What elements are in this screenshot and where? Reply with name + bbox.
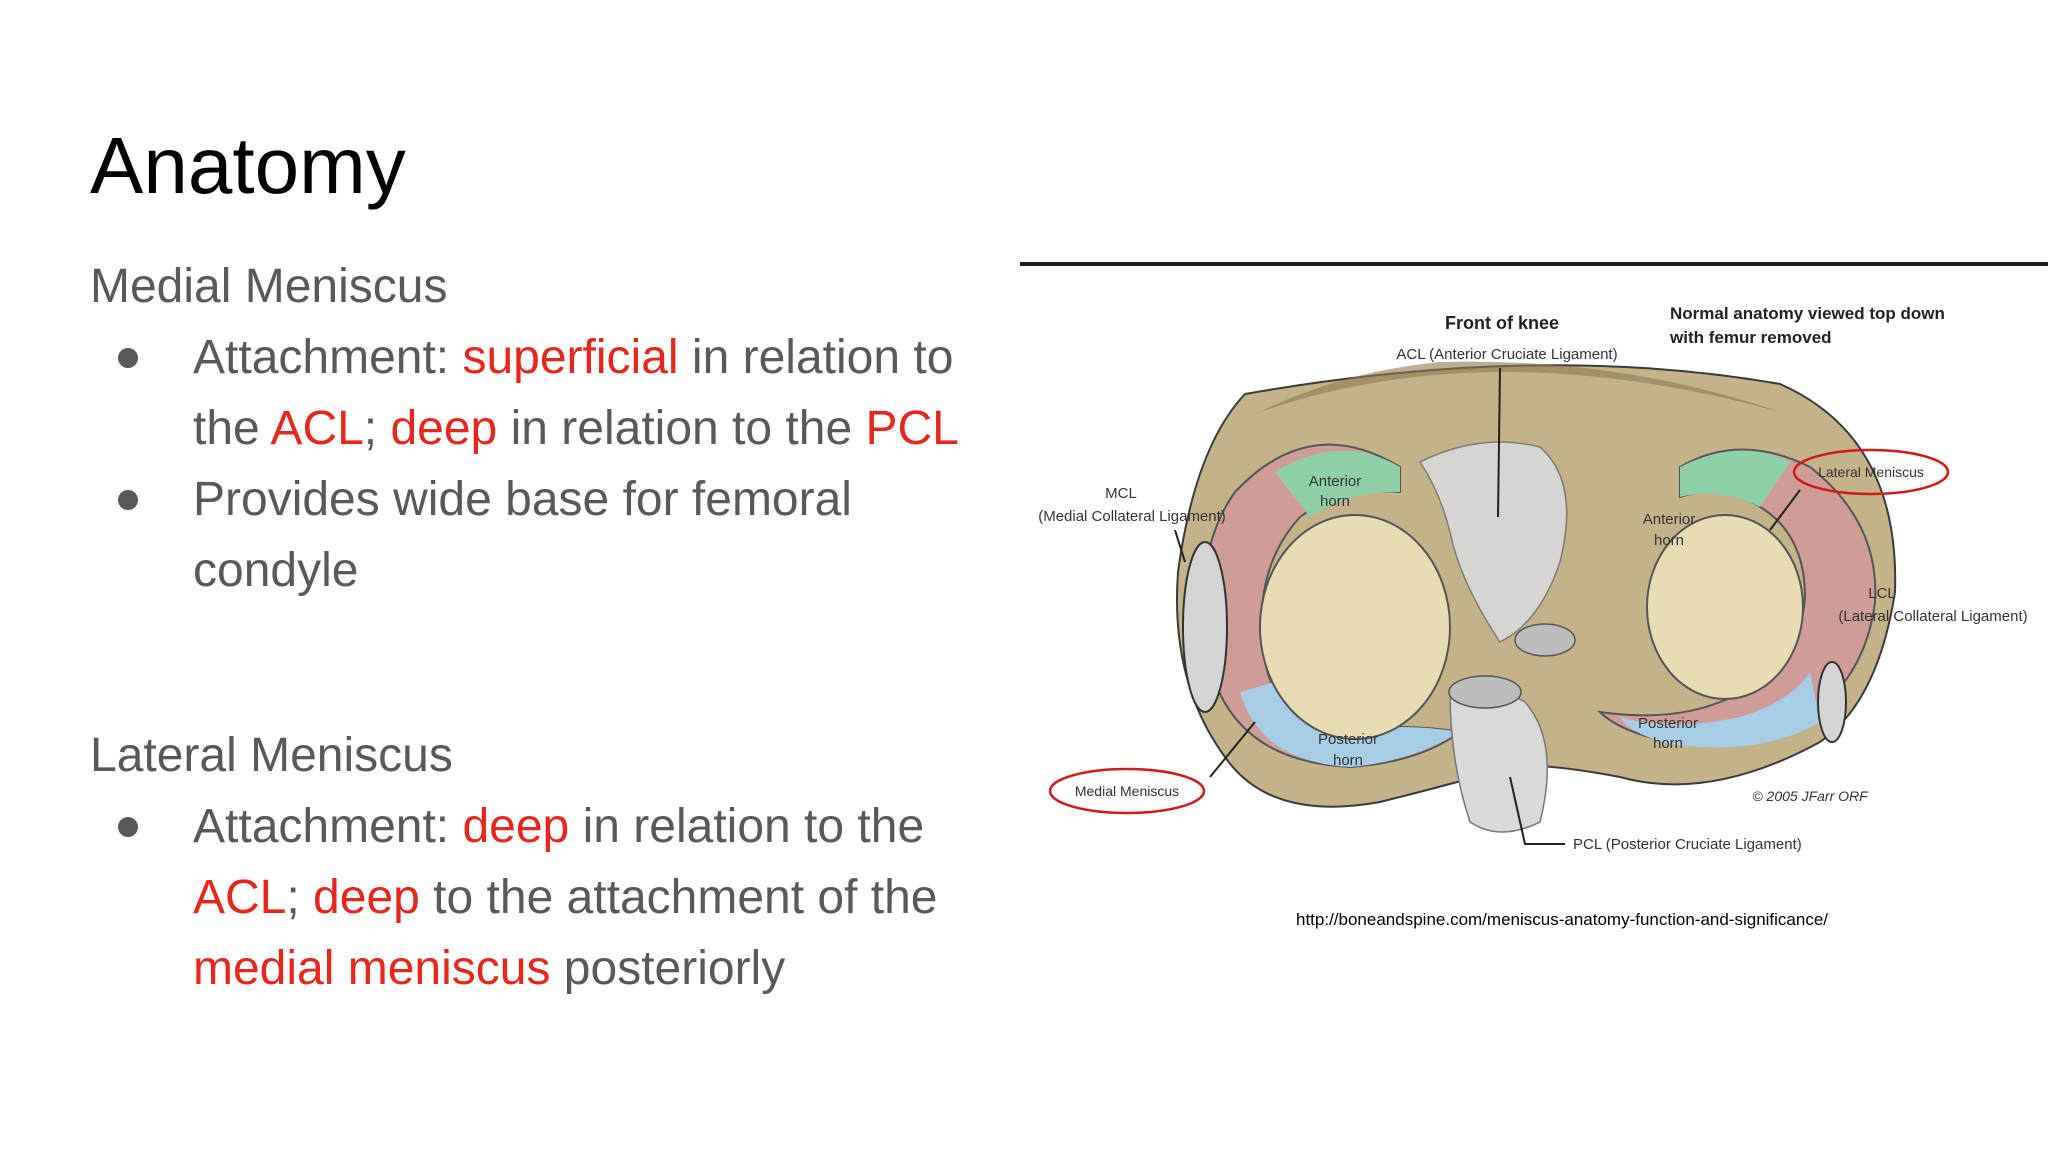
view-caption-line1: Normal anatomy viewed top down: [1670, 304, 1945, 323]
acl-fibers: [1418, 441, 1568, 643]
knee-diagram-svg: Front of knee Normal anatomy viewed top …: [1020, 262, 2048, 853]
medial-anterior-horn: [1275, 450, 1400, 517]
medial-meniscus-pointer: [1209, 721, 1256, 778]
lateral-meniscus-highlight-ring: [1792, 448, 1950, 496]
mcl-shape: [1182, 541, 1228, 713]
lateral-posterior-horn-label-line2: horn: [1653, 735, 1683, 752]
medial-posterior-horn-label-line1: Posterior: [1318, 731, 1378, 748]
medial-anterior-horn-label-line1: Anterior: [1309, 473, 1362, 490]
lateral-meniscus-label: Lateral Meniscus: [1818, 464, 1924, 480]
lateral-anterior-horn: [1680, 450, 1790, 507]
lateral-meniscus-list: Attachment: deep in relation to the ACL;…: [90, 791, 1010, 1004]
acl-label: ACL (Anterior Cruciate Ligament): [1396, 346, 1617, 363]
pcl-pointer: [1509, 776, 1565, 845]
lcl-shape: [1817, 661, 1847, 743]
lcl-label-line2: (Lateral Collateral Ligament): [1838, 608, 2027, 625]
bullet-icon: [118, 490, 138, 510]
list-item: Attachment: superficial in relation to t…: [90, 322, 1010, 464]
lateral-posterior-horn: [1620, 672, 1820, 748]
medial-meniscus-heading: Medial Meniscus: [90, 260, 448, 313]
knee-anatomy-diagram: Front of knee Normal anatomy viewed top …: [1020, 262, 2048, 902]
lateral-posterior-horn-label-line1: Posterior: [1638, 715, 1698, 732]
lateral-anterior-horn-label-line2: horn: [1654, 532, 1684, 549]
lateral-anterior-horn-label-line1: Anterior: [1643, 511, 1696, 528]
list-item: Attachment: deep in relation to the ACL;…: [90, 791, 1010, 1004]
view-caption-line2: with femur removed: [1669, 328, 1832, 347]
mcl-pointer: [1174, 529, 1186, 563]
meniscus-shapes: [1202, 443, 1877, 769]
front-of-knee-label: Front of knee: [1445, 313, 1559, 333]
acl-stump: [1514, 623, 1576, 657]
source-url: http://boneandspine.com/meniscus-anatomy…: [1296, 910, 1829, 929]
medial-meniscus-highlight-ring: [1048, 767, 1206, 815]
copyright-label: © 2005 JFarr ORF: [1752, 788, 1869, 804]
medial-anterior-horn-label-line2: horn: [1320, 493, 1350, 510]
medial-condyle-surface: [1259, 514, 1451, 740]
slide-title: Anatomy: [90, 121, 406, 210]
bullet-icon: [118, 348, 138, 368]
plateau-anterior-rim: [1260, 361, 1780, 412]
mcl-label-line1: MCL: [1105, 485, 1137, 502]
lateral-condyle-surface: [1646, 514, 1804, 700]
medial-posterior-horn-label-line2: horn: [1333, 752, 1363, 769]
lcl-label-line1: LCL: [1868, 585, 1896, 602]
pcl-stump: [1448, 675, 1522, 709]
medial-meniscus-label: Medial Meniscus: [1075, 783, 1179, 799]
lateral-meniscus-heading: Lateral Meniscus: [90, 729, 453, 782]
mcl-label-line2: (Medial Collateral Ligament): [1038, 508, 1226, 525]
lateral-meniscus-pointer: [1769, 489, 1801, 531]
acl-pointer: [1497, 367, 1501, 518]
medial-meniscus-list: Attachment: superficial in relation to t…: [90, 322, 1010, 606]
bullet-icon: [118, 817, 138, 837]
list-item: Provides wide base for femoral condyle: [90, 464, 1010, 606]
medial-posterior-horn: [1240, 682, 1460, 767]
pcl-label: PCL (Posterior Cruciate Ligament): [1573, 836, 1802, 853]
